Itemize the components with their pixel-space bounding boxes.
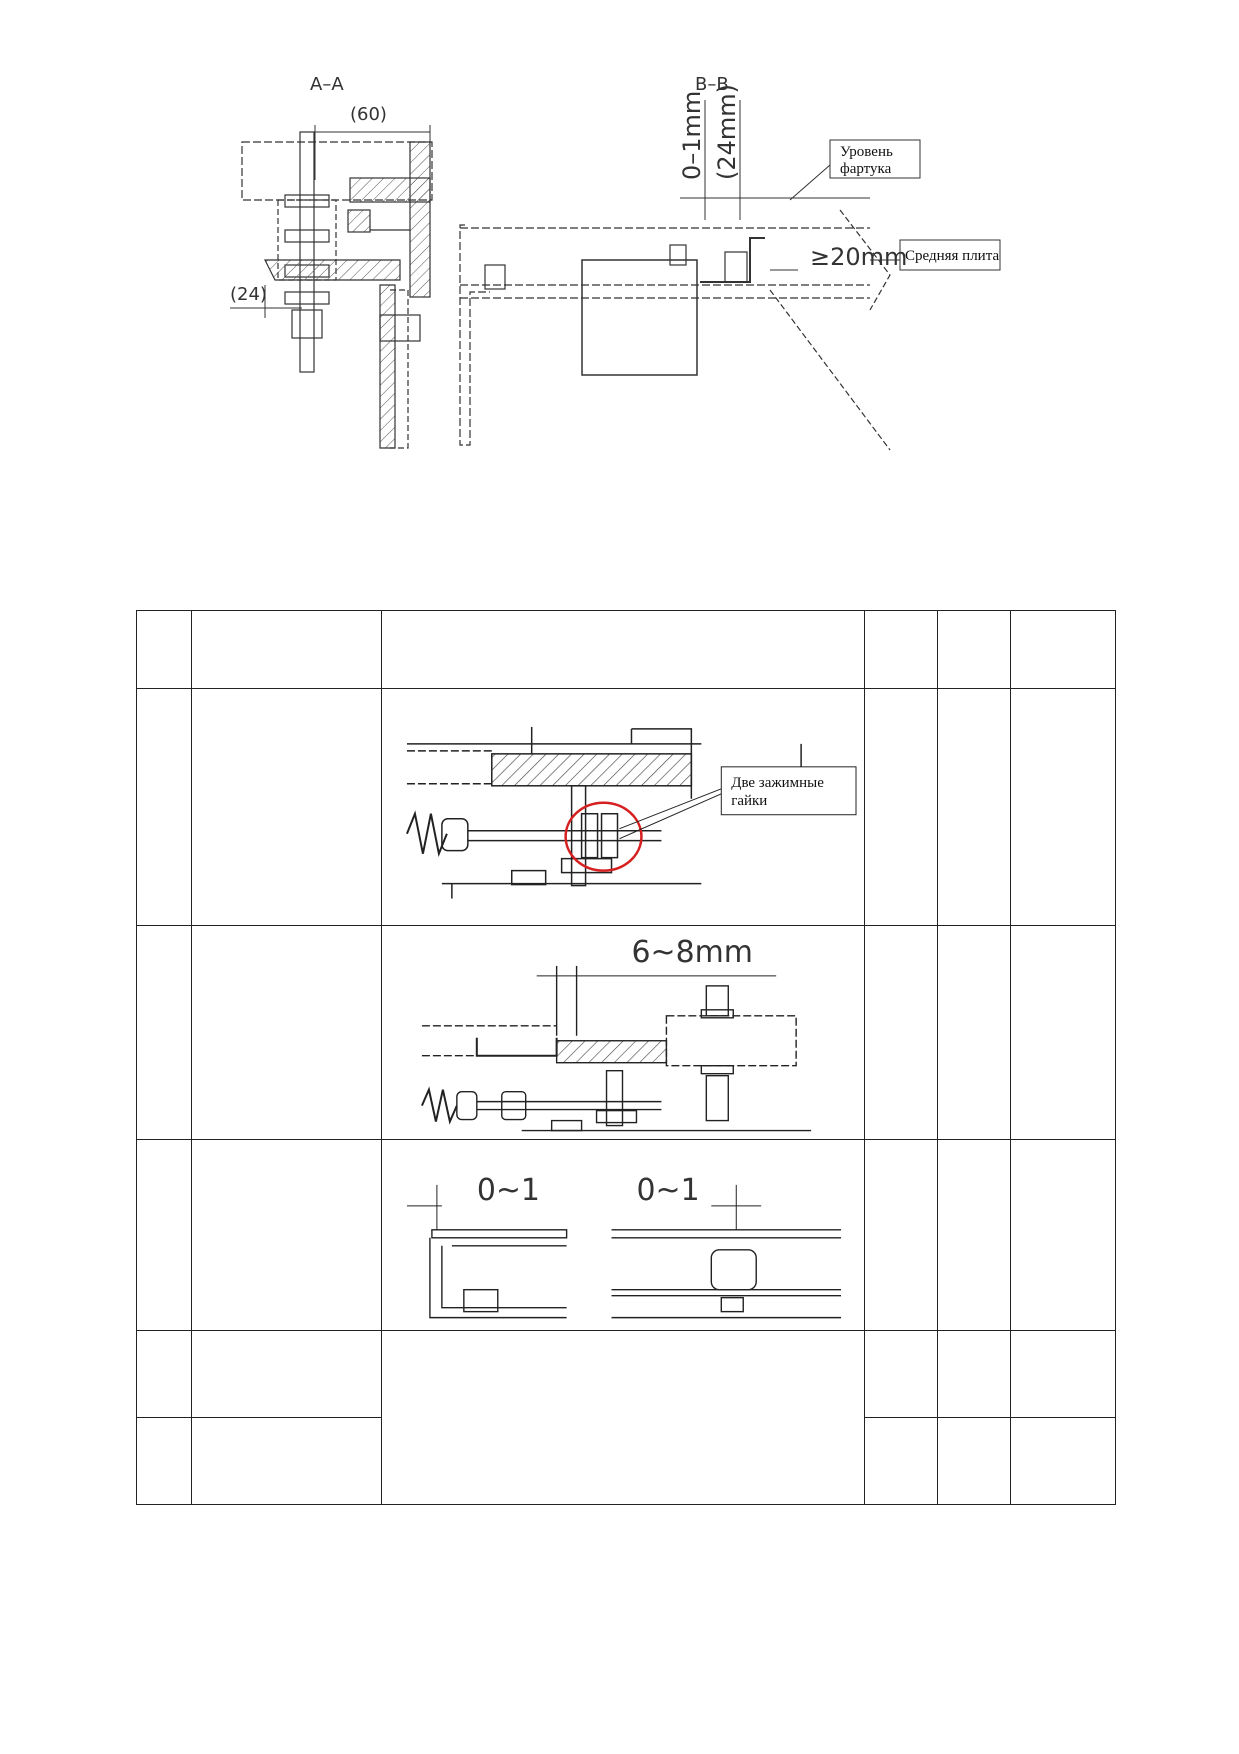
view-a-title: A–A: [310, 74, 344, 95]
value-cell: [864, 1139, 938, 1331]
figure-cell: Две зажимные гайки: [381, 688, 865, 926]
callout-middle-plate: Средняя плита: [905, 248, 999, 264]
clamping-nuts-figure: Две зажимные гайки: [406, 726, 857, 899]
item-cell: [191, 1416, 382, 1505]
table-row: [136, 1329, 1116, 1505]
value-cell: [1010, 1139, 1116, 1331]
value-cell: [937, 924, 1011, 1141]
item-cell: [191, 1139, 382, 1331]
value-cell: [864, 1329, 938, 1418]
value-cell: [937, 688, 1011, 926]
view-a-dim-60: (60): [350, 104, 387, 125]
header-cell: [381, 610, 865, 689]
section-drawing-a-a-b-b: A–A (60): [230, 60, 1130, 510]
dim-6-8mm: 6~8mm: [631, 934, 752, 969]
view-a-dim-24: (24): [230, 284, 267, 305]
value-cell: [937, 1139, 1011, 1331]
merged-description-cell: [381, 1329, 865, 1505]
gap-0-1-figure: 0~1 0~1: [406, 1173, 842, 1319]
figure-cell: 6~8mm: [381, 924, 865, 1141]
header-cell: [136, 610, 192, 689]
table-row: 0~1 0~1: [136, 1139, 1116, 1331]
value-cell: [937, 1329, 1011, 1418]
row-number-cell: [136, 1329, 192, 1418]
table-row: Две зажимные гайки: [136, 688, 1116, 926]
callout-clamping-nuts-line1: Две зажимные: [731, 775, 824, 791]
callout-apron-level-line1: Уровень: [840, 144, 893, 160]
view-b-dim-min: ≥20mm: [810, 243, 907, 271]
value-cell: [864, 688, 938, 926]
row-number-cell: [136, 688, 192, 926]
figure-cell: 0~1 0~1: [381, 1139, 865, 1331]
dim-0-1-right: 0~1: [636, 1173, 699, 1208]
header-cell: [864, 610, 938, 689]
table-header-row: [136, 610, 1116, 689]
inspection-table: Две зажимные гайки 6~8mm: [136, 610, 1116, 1505]
header-cell: [1010, 610, 1116, 689]
view-b-title: B–B: [695, 74, 729, 95]
table-row: 6~8mm: [136, 924, 1116, 1141]
callout-clamping-nuts-line2: гайки: [731, 793, 767, 809]
value-cell: [1010, 1416, 1116, 1505]
item-cell: [191, 1329, 382, 1418]
view-b-dim-gap: 0–1mm: [678, 91, 706, 180]
value-cell: [864, 1416, 938, 1505]
header-cell: [191, 610, 382, 689]
callout-apron-level-line2: фартука: [840, 161, 892, 177]
gap-6-8mm-figure: 6~8mm: [421, 934, 812, 1131]
row-number-cell: [136, 1416, 192, 1505]
header-cell: [937, 610, 1011, 689]
section-drawing-svg: A–A (60): [230, 74, 1001, 451]
row-number-cell: [136, 924, 192, 1141]
item-cell: [191, 688, 382, 926]
value-cell: [1010, 924, 1116, 1141]
value-cell: [864, 924, 938, 1141]
item-cell: [191, 924, 382, 1141]
highlight-circle: [564, 801, 643, 872]
row-number-cell: [136, 1139, 192, 1331]
view-a-a: A–A (60): [230, 74, 433, 449]
value-cell: [1010, 688, 1116, 926]
dim-0-1-left: 0~1: [477, 1173, 540, 1208]
view-b-b: B–B 0–1mm (24mm) Уровень фартука: [459, 74, 1001, 451]
table-row: [136, 1416, 1116, 1505]
view-b-dim-height: (24mm): [713, 84, 741, 180]
value-cell: [1010, 1329, 1116, 1418]
value-cell: [937, 1416, 1011, 1505]
